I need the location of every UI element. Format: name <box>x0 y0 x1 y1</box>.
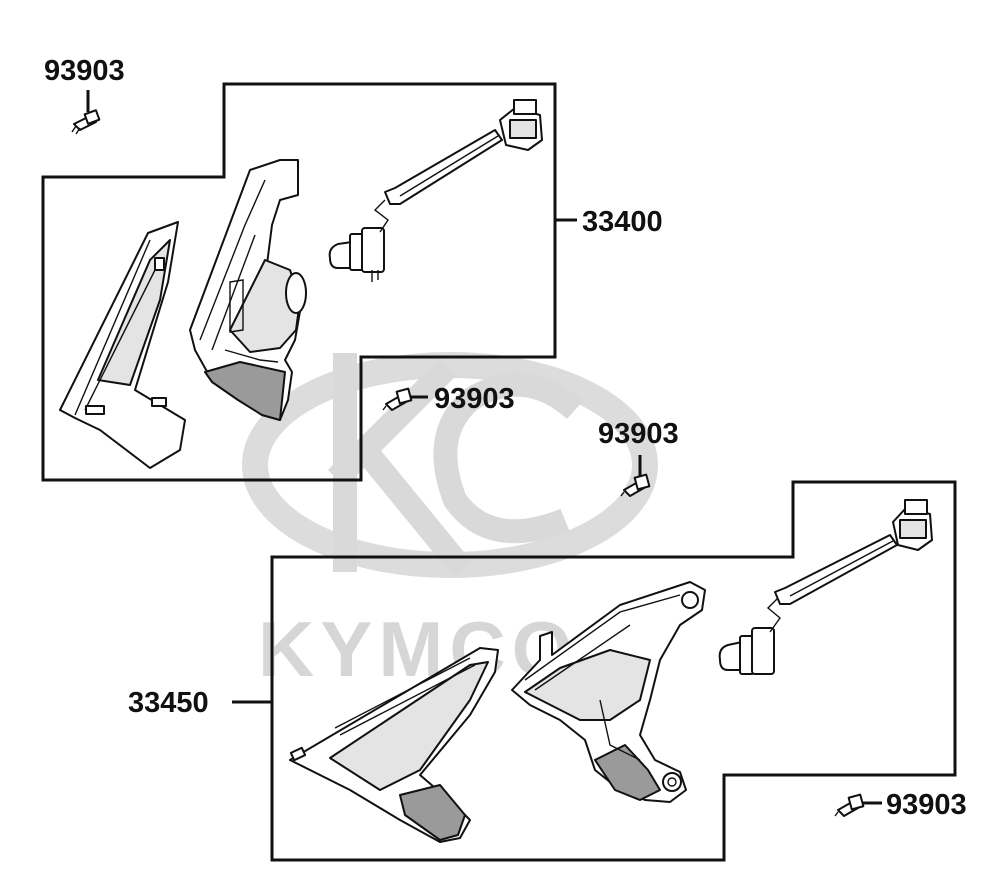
brand-watermark: KYMCO <box>242 352 658 693</box>
screw-middle-left-label: 93903 <box>434 383 515 415</box>
screw-middle-right-label: 93903 <box>598 418 679 450</box>
upper-bulb-harness <box>328 99 543 282</box>
screw-top-left-label: 93903 <box>44 55 125 87</box>
lower-lamp-housing <box>511 581 706 803</box>
upper-assembly-outline <box>41 82 557 482</box>
lower-bulb-harness <box>718 499 933 675</box>
assembly-lower-label: 33450 <box>128 687 209 719</box>
assembly-upper-label: 33400 <box>582 206 663 238</box>
upper-lamp-housing <box>189 159 307 421</box>
watermark-brand-text: KYMCO <box>258 605 578 693</box>
screw-middle-right-icon <box>620 455 651 497</box>
screw-bottom-right-icon <box>834 793 882 817</box>
watermark-logo-c <box>433 372 584 544</box>
screw-middle-left-icon <box>382 387 428 411</box>
upper-lens-cover <box>59 221 186 469</box>
screw-bottom-right-label: 93903 <box>886 789 967 821</box>
lower-lens-cover <box>289 647 499 843</box>
lower-assembly-outline <box>270 480 957 862</box>
screw-top-left-icon <box>71 90 101 135</box>
